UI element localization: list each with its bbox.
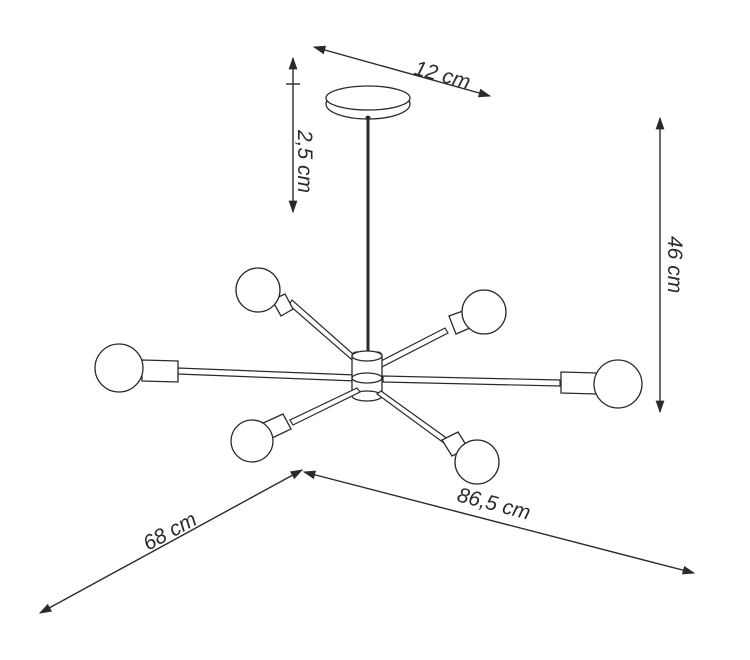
depth-dimension: 68 cm [38, 469, 304, 614]
ceiling-canopy [325, 85, 411, 121]
width-label: 86,5 cm [455, 484, 533, 525]
canopy-width-label: 12 cm [412, 57, 473, 94]
canopy-height-dimension: 2,5 cm [286, 56, 316, 214]
depth-label: 68 cm [139, 508, 200, 556]
arm-upper-left [235, 267, 363, 367]
arm-left [94, 343, 357, 393]
center-hub [351, 350, 383, 402]
arm-lower-right [375, 390, 500, 485]
arm-right [382, 359, 643, 409]
arm-upper-right [376, 289, 507, 369]
canopy-height-label: 2,5 cm [293, 129, 316, 193]
total-height-label: 46 cm [663, 236, 686, 293]
arm-lower-left [230, 387, 361, 463]
total-height-dimension: 46 cm [655, 116, 686, 414]
chandelier-drawing [94, 85, 643, 485]
width-dimension: 86,5 cm [302, 470, 696, 575]
